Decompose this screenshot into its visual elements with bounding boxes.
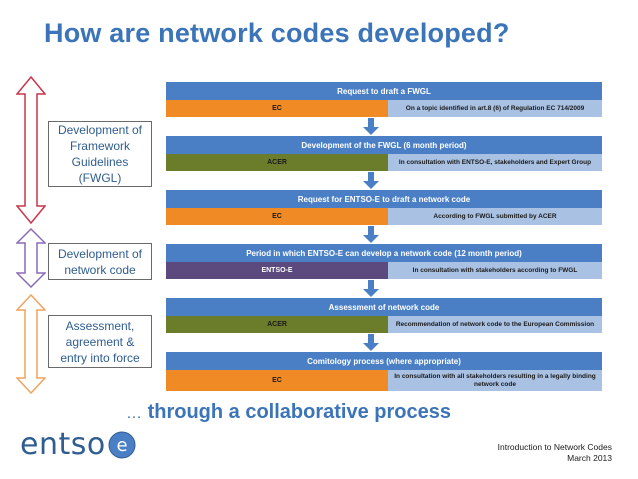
down-arrow-icon <box>363 226 379 243</box>
step-2: Development of the FWGL (6 month period)… <box>166 136 602 171</box>
down-arrow-icon <box>363 334 379 351</box>
phase-box-assessment: Assessment, agreement & entry into force <box>48 315 152 368</box>
down-arrow-icon <box>363 118 379 135</box>
footer: Introduction to Network Codes March 2013 <box>498 442 612 464</box>
step-header: Request to draft a FWGL <box>166 82 602 100</box>
step-actor: ACER <box>166 154 388 171</box>
step-description: In consultation with all stakeholders re… <box>388 370 602 391</box>
step-header: Request for ENTSO-E to draft a network c… <box>166 190 602 208</box>
step-actor: EC <box>166 100 388 117</box>
step-actor: EC <box>166 370 388 391</box>
network-code-phase-arrow-icon <box>16 228 46 288</box>
step-description: Recommendation of network code to the Eu… <box>388 316 602 333</box>
step-header: Period in which ENTSO-E can develop a ne… <box>166 244 602 262</box>
step-description: According to FWGL submitted by ACER <box>388 208 602 225</box>
step-5: Assessment of network code ACER Recommen… <box>166 298 602 333</box>
page-title: How are network codes developed? <box>44 18 510 48</box>
assessment-phase-arrow-icon <box>16 294 46 394</box>
tagline: … through a collaborative process <box>126 401 451 424</box>
step-6: Comitology process (where appropriate) E… <box>166 352 602 391</box>
step-3: Request for ENTSO-E to draft a network c… <box>166 190 602 225</box>
down-arrow-icon <box>363 172 379 189</box>
phase-label: Development of Framework Guidelines (FWG… <box>57 123 143 185</box>
fwgl-phase-arrow-icon <box>16 76 46 224</box>
phase-box-network-code: Development of network code <box>48 243 152 280</box>
phase-label: Assessment, agreement & entry into force <box>60 318 140 365</box>
entsoe-logo: entso e <box>20 427 137 462</box>
step-header: Development of the FWGL (6 month period) <box>166 136 602 154</box>
step-description: On a topic identified in art.8 (6) of Re… <box>388 100 602 117</box>
step-header: Assessment of network code <box>166 298 602 316</box>
tagline-text: through a collaborative process <box>147 401 451 423</box>
step-actor: ENTSO-E <box>166 262 388 279</box>
step-description: In consultation with stakeholders accord… <box>388 262 602 279</box>
tagline-ellipsis: … <box>126 405 142 422</box>
logo-text: entso <box>20 427 106 462</box>
step-1: Request to draft a FWGL EC On a topic id… <box>166 82 602 117</box>
footer-title: Introduction to Network Codes <box>497 442 612 452</box>
step-actor: ACER <box>166 316 388 333</box>
footer-date: March 2013 <box>567 453 612 463</box>
down-arrow-icon <box>363 280 379 297</box>
step-4: Period in which ENTSO-E can develop a ne… <box>166 244 602 279</box>
logo-e-mark-icon: e <box>108 431 136 458</box>
step-header: Comitology process (where appropriate) <box>166 352 602 370</box>
step-description: In consultation with ENTSO-E, stakeholde… <box>388 154 602 171</box>
phase-label: Development of network code <box>57 246 143 277</box>
phase-box-fwgl: Development of Framework Guidelines (FWG… <box>48 121 152 187</box>
step-actor: EC <box>166 208 388 225</box>
logo-mark: e <box>116 435 127 456</box>
